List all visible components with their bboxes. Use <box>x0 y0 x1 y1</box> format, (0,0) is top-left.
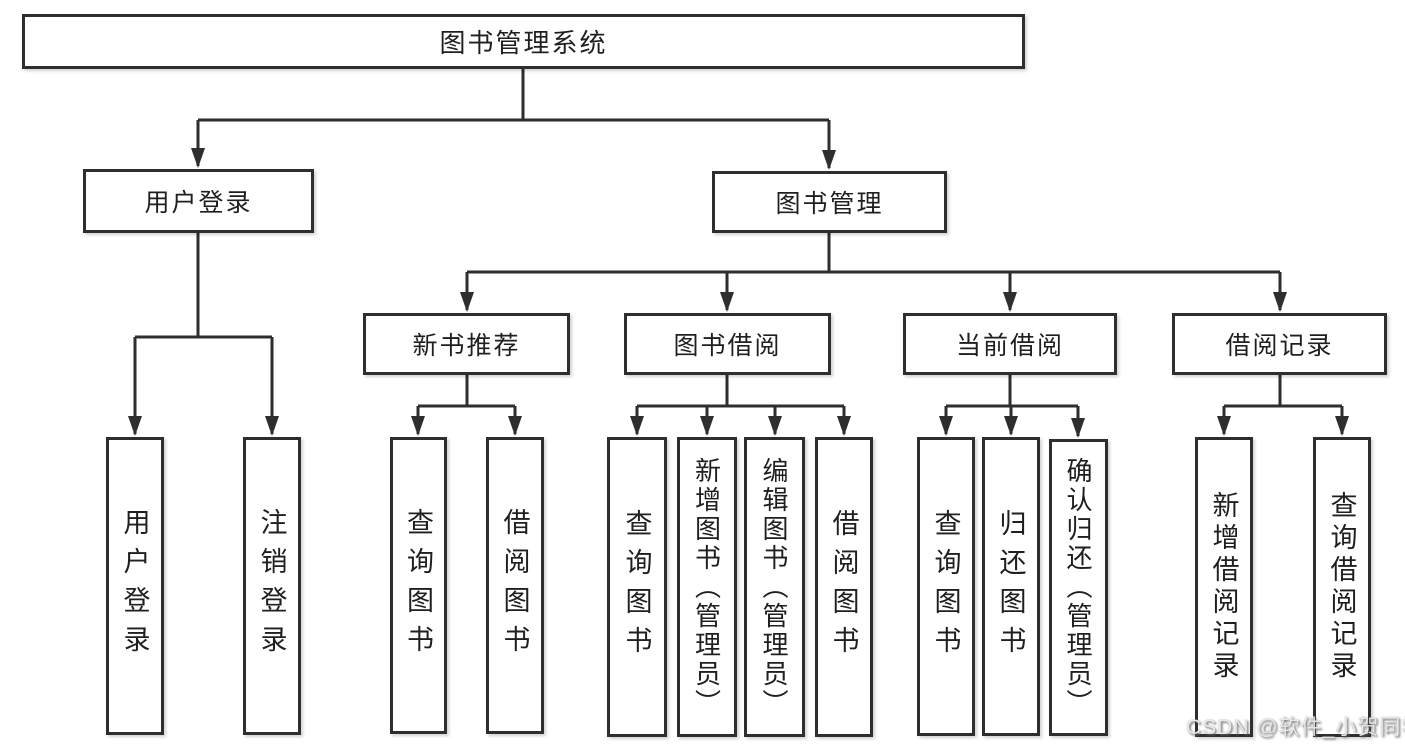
node-current-borrowing-label: 当前借阅 <box>955 332 1064 360</box>
leaf-return-books: 归还图书 <box>982 437 1040 736</box>
node-book-management: 图书管理 <box>712 171 947 233</box>
node-borrowing-records-label: 借阅记录 <box>1225 332 1334 360</box>
leaf-add-book-admin: 新增图书（管理员） <box>677 437 737 737</box>
leaf-query-borrow-record-label: 查询借阅记录 <box>1326 491 1357 683</box>
node-book-borrowing: 图书借阅 <box>624 313 831 375</box>
leaf-logout-label: 注销登录 <box>256 508 287 664</box>
node-user-login-label: 用户登录 <box>144 189 253 217</box>
leaf-edit-book-admin: 编辑图书（管理员） <box>744 437 805 737</box>
csdn-watermark: CSDN @软件_小贺同学 <box>1186 716 1405 739</box>
node-user-login: 用户登录 <box>83 169 314 233</box>
leaf-user-login-label: 用户登录 <box>119 508 150 664</box>
leaf-edit-book-admin-label: 编辑图书（管理员） <box>759 456 789 718</box>
leaf-add-book-admin-label: 新增图书（管理员） <box>691 456 722 718</box>
leaf-query-books-current-label: 查询图书 <box>930 508 961 665</box>
node-book-borrowing-label: 图书借阅 <box>673 332 782 360</box>
leaf-query-borrow-record: 查询借阅记录 <box>1313 437 1371 737</box>
leaf-confirm-return-admin: 确认归还（管理员） <box>1049 439 1108 736</box>
leaf-add-borrow-record: 新增借阅记录 <box>1195 437 1253 737</box>
leaf-confirm-return-admin-label: 确认归还（管理员） <box>1063 457 1093 718</box>
node-book-management-label: 图书管理 <box>775 190 884 218</box>
leaf-query-books-current: 查询图书 <box>917 437 975 736</box>
node-borrowing-records: 借阅记录 <box>1172 313 1387 375</box>
leaf-add-borrow-record-label: 新增借阅记录 <box>1208 491 1239 683</box>
leaf-query-books-recommend: 查询图书 <box>390 437 447 734</box>
leaf-user-login: 用户登录 <box>106 437 164 735</box>
arrowhead-icons <box>128 148 1349 438</box>
leaf-borrow-books-borrowing-label: 借阅图书 <box>828 509 859 665</box>
node-root-label: 图书管理系统 <box>439 28 608 58</box>
leaf-query-books-borrowing-label: 查询图书 <box>621 509 652 665</box>
leaf-query-books-borrowing: 查询图书 <box>607 437 667 737</box>
leaf-return-books-label: 归还图书 <box>995 508 1026 665</box>
node-new-book-recommend: 新书推荐 <box>363 313 570 375</box>
leaf-borrow-books-recommend: 借阅图书 <box>486 437 544 734</box>
node-root: 图书管理系统 <box>22 14 1025 69</box>
leaf-borrow-books-borrowing: 借阅图书 <box>815 437 873 737</box>
node-current-borrowing: 当前借阅 <box>903 313 1117 375</box>
leaf-query-books-recommend-label: 查询图书 <box>403 507 433 664</box>
node-new-book-recommend-label: 新书推荐 <box>412 332 521 360</box>
leaf-borrow-books-recommend-label: 借阅图书 <box>499 507 530 664</box>
leaf-logout: 注销登录 <box>243 437 301 735</box>
